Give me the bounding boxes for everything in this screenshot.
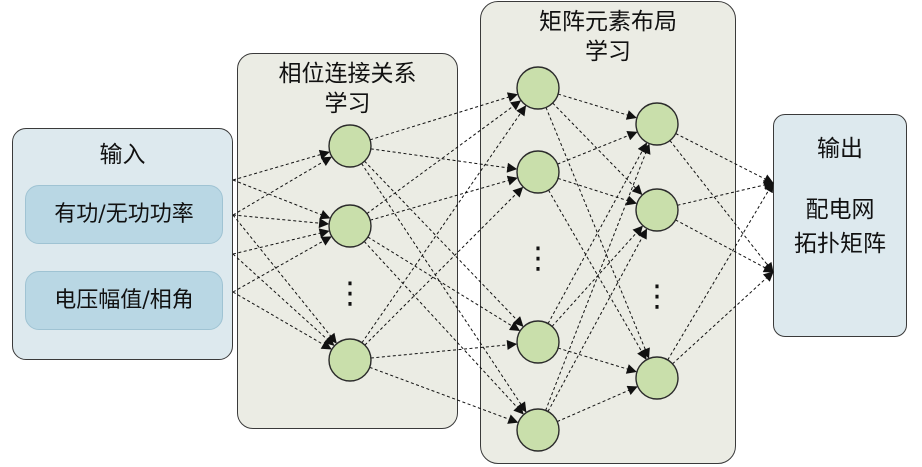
matrix-panel-title-line2: 学习 xyxy=(585,39,631,65)
input-item-voltage-label: 电压幅值/相角 xyxy=(54,288,194,313)
link-matrix-node-to-node xyxy=(557,347,637,374)
link-phase-to-matrix-node xyxy=(361,105,527,344)
link-matrix-node-to-node xyxy=(548,189,647,360)
link-phase-to-matrix-node xyxy=(361,163,527,413)
matrix-node-b xyxy=(635,356,679,400)
ellipsis-mark: ⋮ xyxy=(642,279,672,314)
link-input-to-phase-node xyxy=(232,236,332,293)
input-title: 输入 xyxy=(99,142,146,168)
link-matrix-node-to-node xyxy=(547,142,647,324)
output-line2: 拓扑矩阵 xyxy=(794,231,886,257)
phase-node xyxy=(328,204,372,248)
link-phase-to-matrix-node xyxy=(363,241,524,415)
link-input-to-phase-node xyxy=(232,214,330,229)
link-node-to-output xyxy=(677,180,774,206)
matrix-node-b xyxy=(635,188,679,232)
phase-panel-title-line2: 学习 xyxy=(324,91,371,117)
link-matrix-node-to-node xyxy=(547,228,648,412)
link-phase-to-matrix-node xyxy=(370,148,518,173)
link-input-to-phase-node xyxy=(232,156,332,216)
link-input-to-phase-node xyxy=(232,214,337,344)
link-phase-to-matrix-node xyxy=(367,236,521,331)
link-node-to-output xyxy=(669,140,774,273)
matrix-node-a xyxy=(516,66,560,110)
link-matrix-node-to-node xyxy=(557,177,637,206)
link-input-to-phase-node xyxy=(232,179,331,220)
link-phase-to-matrix-node xyxy=(366,100,522,214)
matrix-node-b xyxy=(635,102,679,146)
phase-panel-title-line1: 相位连接关系 xyxy=(278,61,417,87)
link-node-to-output xyxy=(675,133,774,184)
link-node-to-output xyxy=(672,271,774,365)
link-matrix-node-to-node xyxy=(545,107,650,359)
link-phase-to-matrix-node xyxy=(364,186,524,346)
link-phase-to-matrix-node xyxy=(370,339,518,359)
link-node-to-output xyxy=(667,182,774,361)
output-title: 输出 xyxy=(817,136,863,162)
link-matrix-node-to-node xyxy=(557,385,638,423)
input-panel: 输入 有功/无功功率 电压幅值/相角 xyxy=(12,128,233,360)
ellipsis-mark: ⋮ xyxy=(523,241,553,276)
link-matrix-node-to-node xyxy=(551,225,643,327)
matrix-node-a xyxy=(516,150,560,194)
matrix-node-a xyxy=(516,320,560,364)
link-input-to-phase-node xyxy=(232,149,330,181)
link-phase-to-matrix-node xyxy=(364,160,524,327)
ellipsis-mark: ⋮ xyxy=(335,276,365,311)
link-phase-to-matrix-node xyxy=(370,175,518,221)
input-item-power-label: 有功/无功功率 xyxy=(54,202,194,227)
link-input-to-phase-node xyxy=(232,253,335,346)
matrix-node-a xyxy=(516,408,560,452)
matrix-panel-title-line1: 矩阵元素布局 xyxy=(539,9,677,35)
link-matrix-node-to-node xyxy=(552,102,643,195)
link-phase-to-matrix-node xyxy=(369,366,519,424)
phase-node xyxy=(328,338,372,382)
input-item-power: 有功/无功功率 xyxy=(25,185,223,244)
phase-node xyxy=(328,124,372,168)
output-line1: 配电网 xyxy=(805,197,875,223)
link-matrix-node-to-node xyxy=(557,93,637,120)
link-matrix-node-to-node xyxy=(545,143,651,411)
output-panel: 输出 配电网 拓扑矩阵 xyxy=(773,114,907,337)
link-node-to-output xyxy=(675,219,774,273)
link-input-to-phase-node xyxy=(232,228,330,255)
input-item-voltage: 电压幅值/相角 xyxy=(25,271,223,330)
link-input-to-phase-node xyxy=(232,291,332,350)
link-phase-to-matrix-node xyxy=(369,92,518,141)
